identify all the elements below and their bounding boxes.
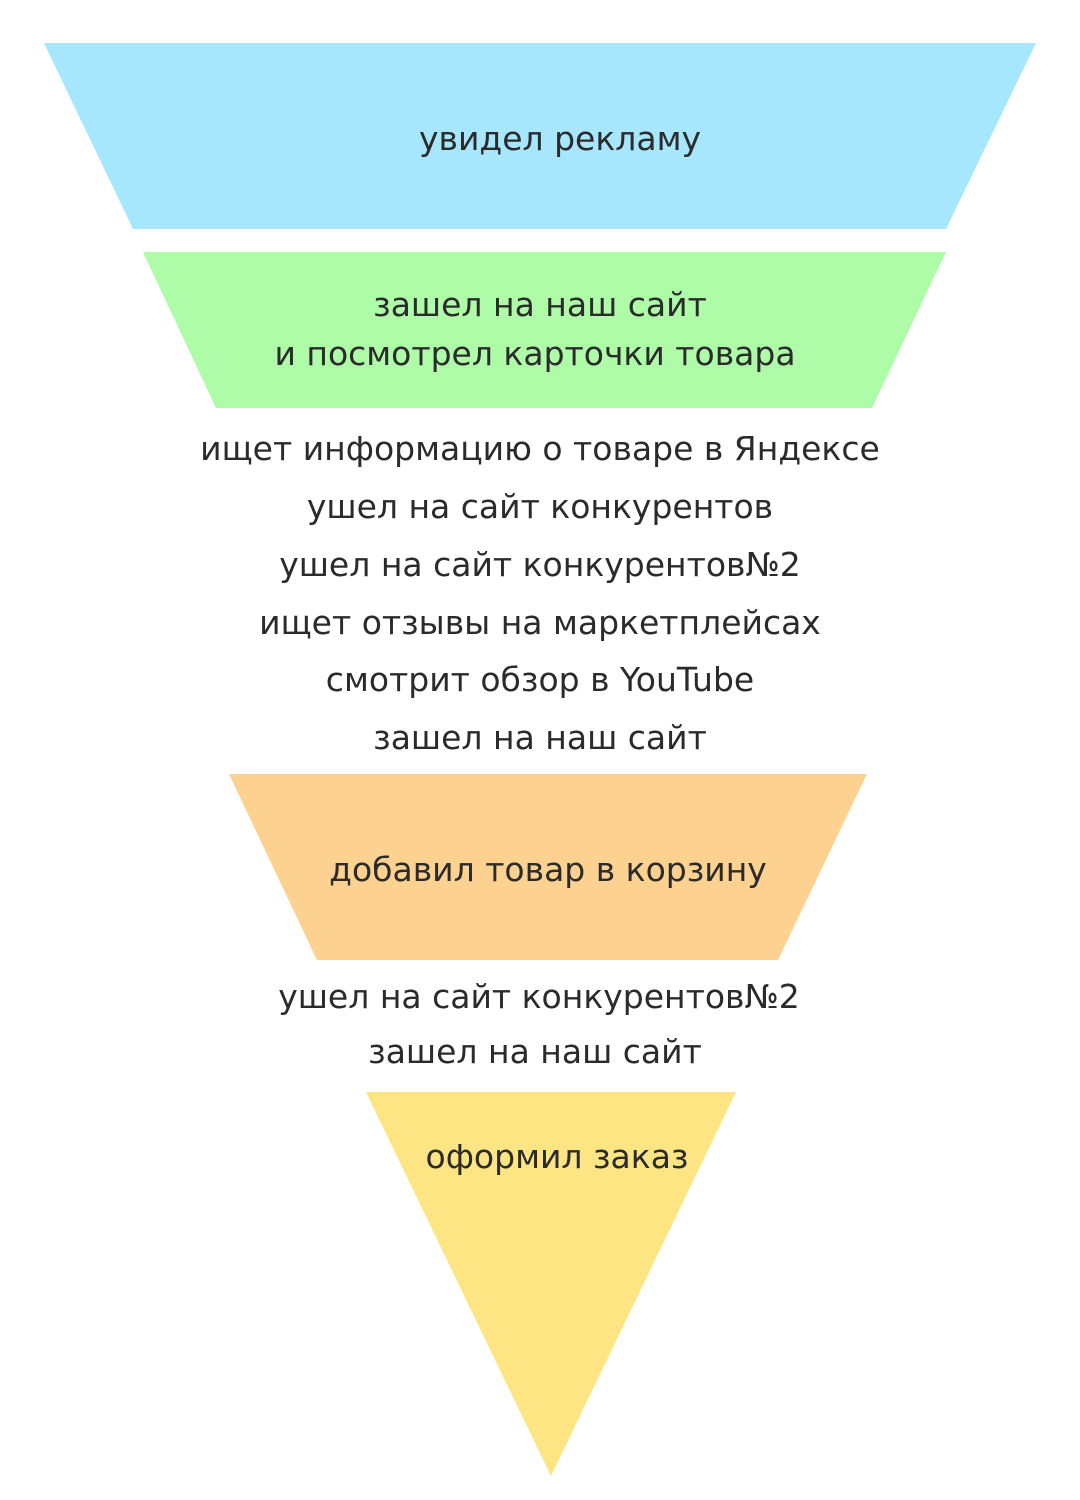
step-between-2-3-item-5: смотрит обзор в YouTube (325, 660, 755, 699)
funnel-stage-2-label-line-1: зашел на наш сайт (373, 285, 707, 324)
funnel-stage-2-shape (143, 252, 946, 408)
step-between-2-3-item-3: ушел на сайт конкурентов№2 (279, 545, 801, 584)
step-between-2-3-item-4: ищет отзывы на маркетплейсах (259, 603, 821, 642)
funnel-stage-3-shape (229, 774, 867, 960)
step-between-2-3-item-6: зашел на наш сайт (373, 718, 707, 757)
funnel-stage-1-shape (44, 43, 1036, 229)
funnel-stage-3-label: добавил товар в корзину (329, 850, 767, 889)
funnel-stage-2-label-line-2: и посмотрел карточки товара (274, 334, 795, 373)
step-between-2-3-item-2: ушел на сайт конкурентов (306, 487, 774, 526)
funnel-stage-4-label: оформил заказ (426, 1137, 689, 1176)
step-between-3-4-item-1: ушел на сайт конкурентов№2 (278, 977, 800, 1016)
funnel-stage-4-shape (366, 1092, 736, 1476)
step-between-3-4-item-2: зашел на наш сайт (368, 1032, 702, 1071)
funnel-stage-1-label: увидел рекламу (419, 119, 701, 158)
step-between-2-3-item-1: ищет информацию о товаре в Яндексе (200, 429, 880, 468)
